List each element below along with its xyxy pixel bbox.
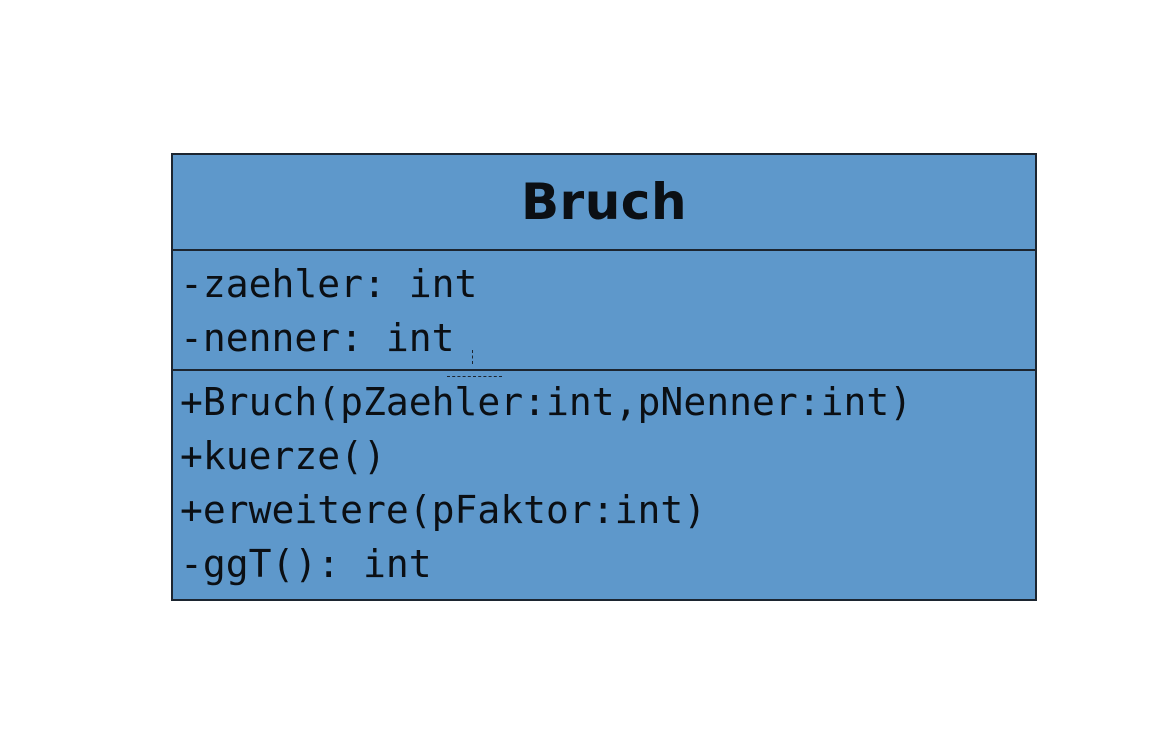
- operation-ggt: -ggT(): int: [180, 542, 432, 586]
- attribute-nenner: -nenner: int: [180, 316, 455, 360]
- text-cursor-icon: [472, 350, 474, 364]
- attributes-compartment: -zaehler: int -nenner: int: [173, 251, 1035, 371]
- operation-erweitere: +erweitere(pFaktor:int): [180, 488, 707, 532]
- class-name: Bruch: [520, 173, 688, 231]
- operation-constructor: +Bruch(pZaehler:int,pNenner:int): [180, 380, 913, 424]
- attribute-zaehler: -zaehler: int: [180, 262, 478, 306]
- selection-guide-line: [447, 376, 502, 377]
- uml-class-box[interactable]: Bruch -zaehler: int -nenner: int +Bruch(…: [171, 153, 1037, 601]
- class-name-compartment: Bruch: [173, 155, 1035, 251]
- operation-kuerze: +kuerze(): [180, 434, 386, 478]
- operations-compartment: +Bruch(pZaehler:int,pNenner:int) +kuerze…: [173, 371, 1035, 599]
